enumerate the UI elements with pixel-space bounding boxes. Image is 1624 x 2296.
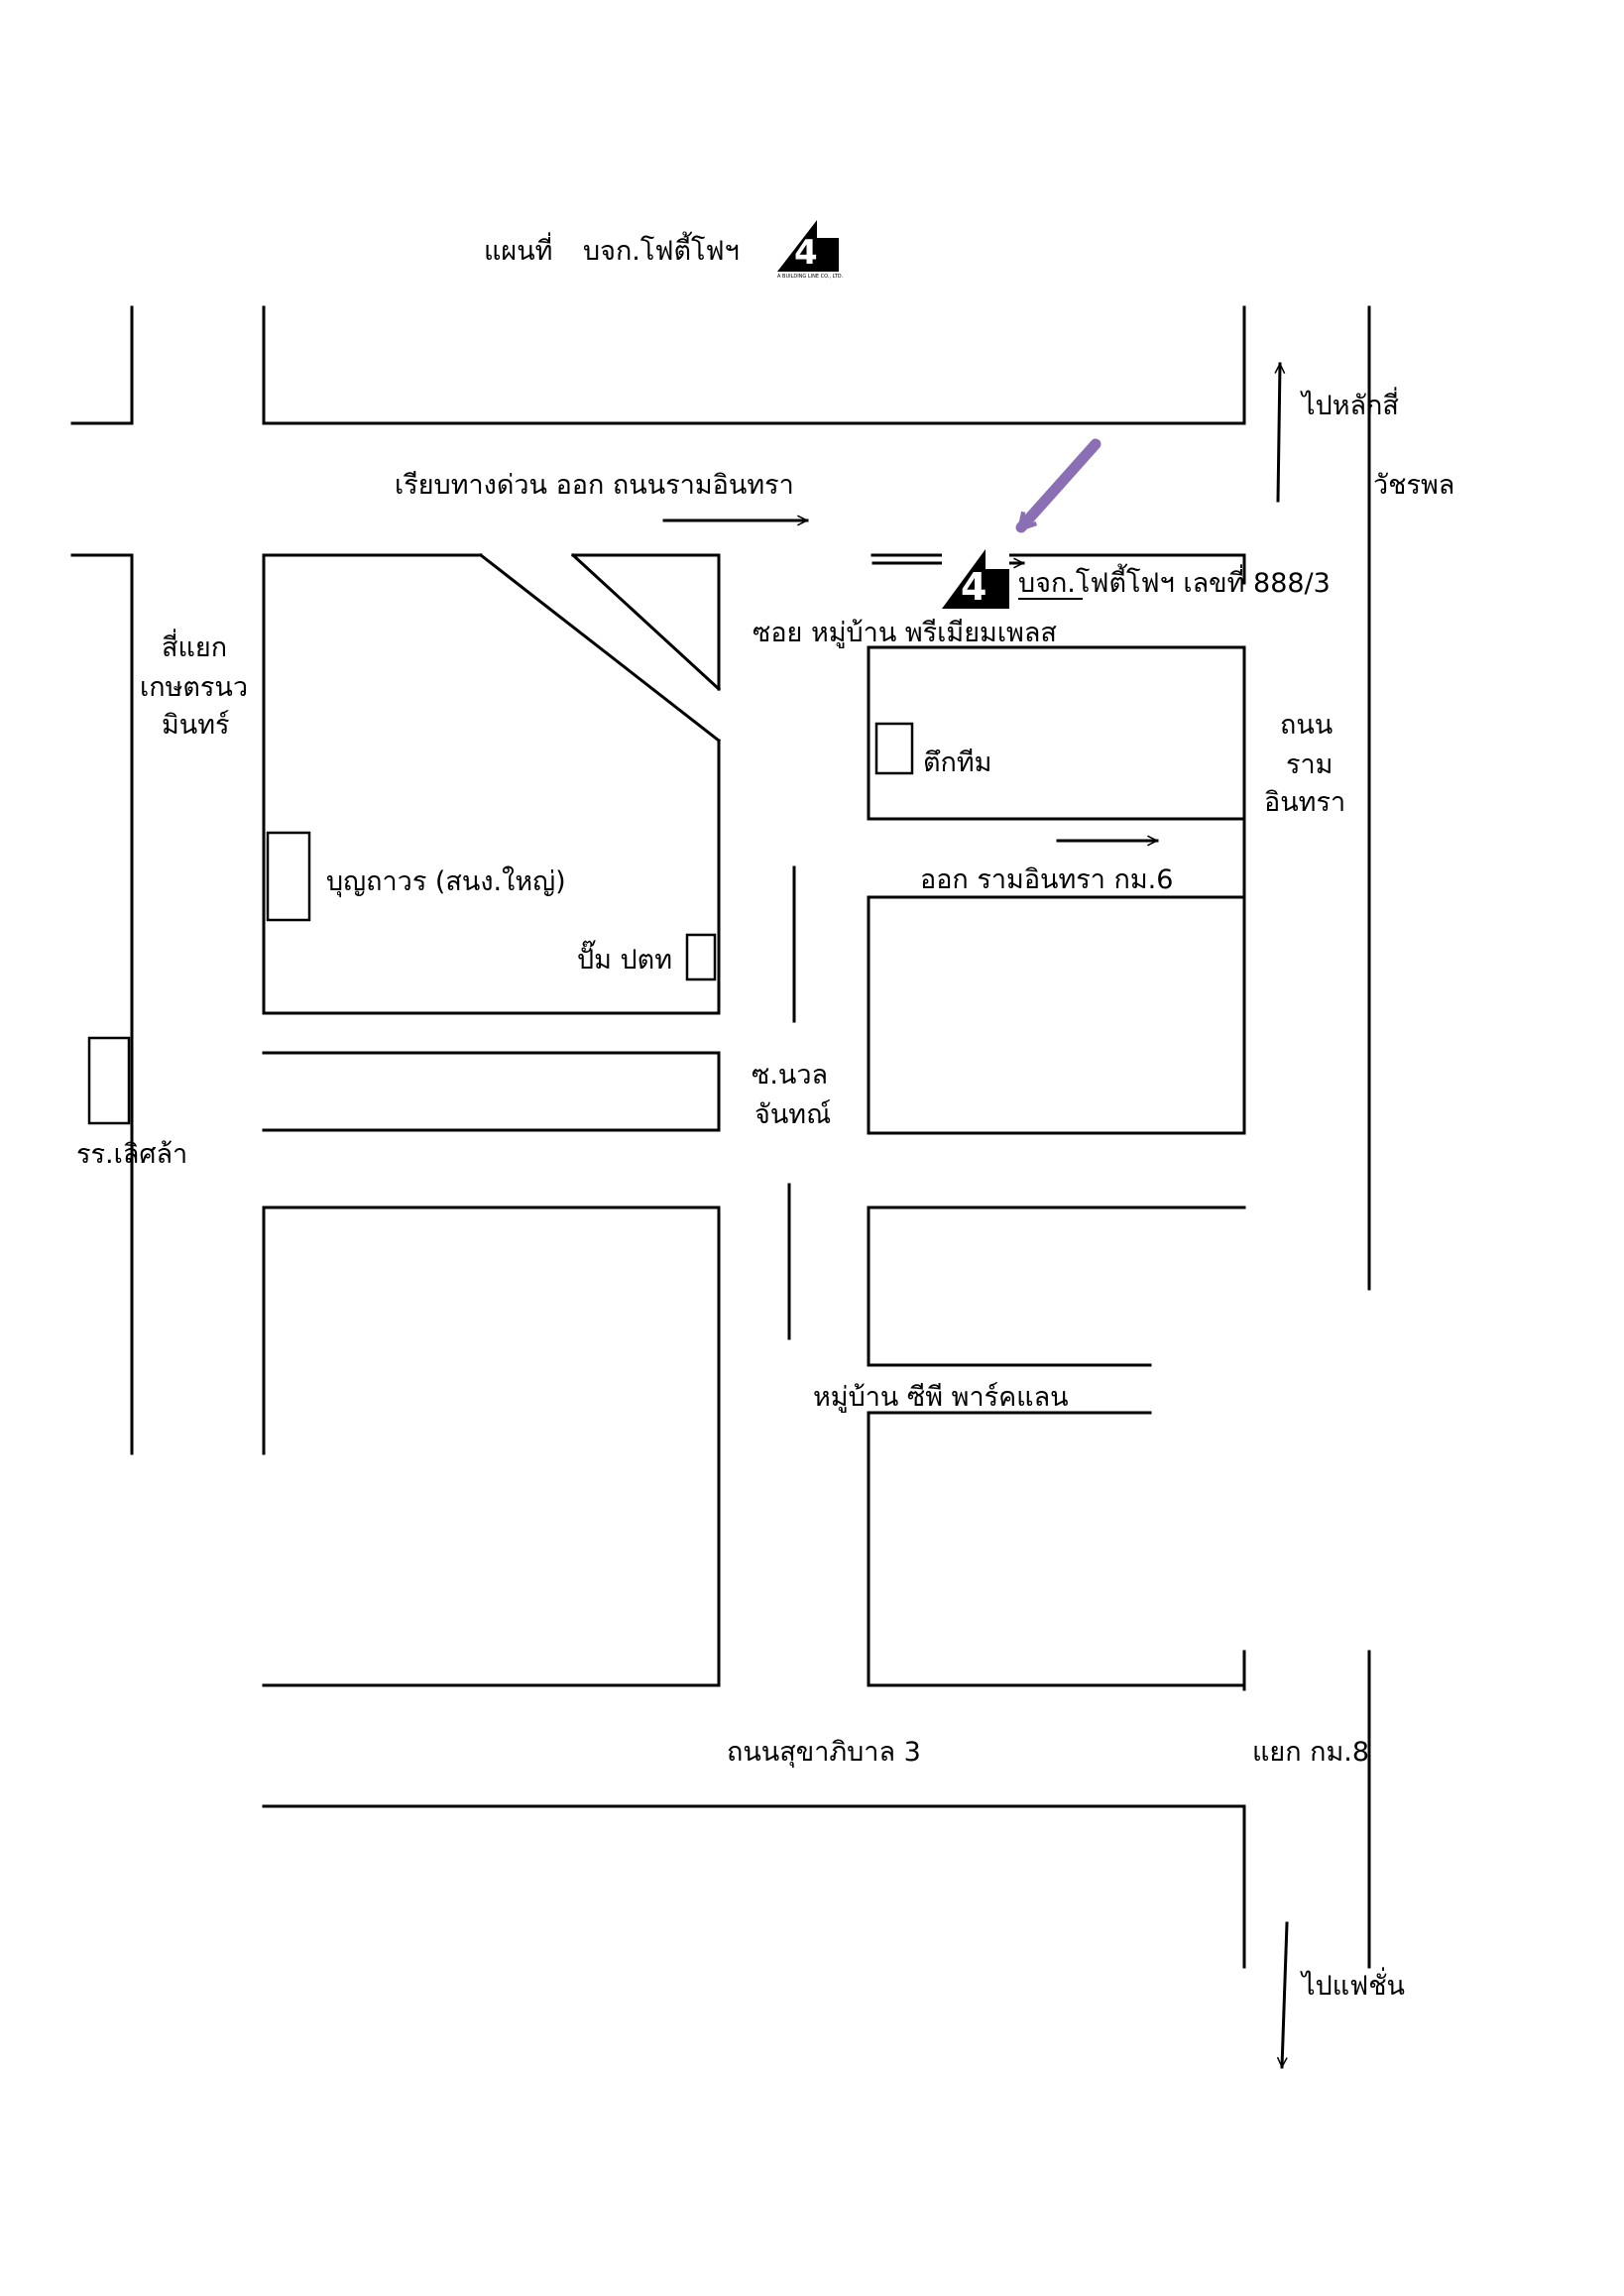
kaset-label-1: สี่แยก: [162, 629, 227, 663]
watcharaphon-label: วัชรพล: [1373, 470, 1454, 501]
bunthaworn-label: บุญถาวร (สนง.ใหญ่): [326, 865, 566, 898]
map-title: แผนที่ บจก.โฟตี้โฟฯ: [484, 231, 740, 267]
soi-nuan-label-2: จันทณ์: [754, 1098, 831, 1130]
location-logo-mark: 4: [961, 565, 986, 609]
kaset-label-3: มินทร์: [162, 709, 230, 741]
title-company: บจก.โฟตี้โฟฯ: [583, 231, 740, 267]
ramintra-label-3: อินทรา: [1264, 787, 1345, 818]
title-label: แผนที่: [484, 232, 552, 267]
team-building-label: ตึกทีม: [923, 747, 991, 778]
highlight-arrow: [1015, 438, 1102, 533]
kaset-label-2: เกษตรนว: [140, 672, 248, 703]
to-lak-si-label: ไปหลักสี่: [1300, 387, 1399, 421]
sukhaphiban-label: ถนนสุขาภิบาล 3: [727, 1737, 921, 1769]
gas-station-building: [685, 933, 717, 981]
soi-nuan-label-1: ซ.นวล: [752, 1060, 828, 1091]
school-label: รร.เลิศล้า: [76, 1139, 187, 1170]
to-lak-si-arrow: [1278, 362, 1280, 503]
cp-park-label: หมู่บ้าน ซีพี พาร์คแลน: [813, 1381, 1069, 1413]
soi-premium-label: ซอย หมู่บ้าน พรีเมียมเพลส: [753, 618, 1057, 648]
logo-mark: 4: [794, 233, 818, 273]
logo-subtext: A BUILDING LINE CO., LTD.: [777, 274, 844, 280]
to-fashion-label: ไปแฟชั่น: [1300, 1967, 1405, 2002]
school-building: [87, 1036, 131, 1125]
bunthaworn-building: [266, 831, 311, 922]
exit-km6-label: ออก รามอินทรา กม.6: [920, 864, 1173, 895]
buildings: [87, 722, 914, 1125]
gas-station-label: ปั๊ม ปตท: [577, 940, 672, 976]
company-logo-location: 4: [942, 545, 1009, 609]
expressway-label: เรียบทางด่วน ออก ถนนรามอินทรา: [395, 470, 794, 501]
ramintra-label-2: ราม: [1286, 749, 1333, 780]
road-network: [70, 305, 1371, 1969]
map-labels: เรียบทางด่วน ออก ถนนรามอินทรา ไปหลักสี่ …: [76, 387, 1454, 2002]
company-logo-top: 4 A BUILDING LINE CO., LTD.: [777, 216, 844, 280]
to-fashion-arrow: [1282, 1921, 1289, 2069]
junction-km8-label: แยก กม.8: [1252, 1737, 1369, 1768]
ramintra-label-1: ถนน: [1280, 710, 1333, 741]
company-address-label: บจก.โฟตี้โฟฯ เลขที่ 888/3: [1018, 563, 1331, 599]
team-building: [874, 722, 914, 775]
